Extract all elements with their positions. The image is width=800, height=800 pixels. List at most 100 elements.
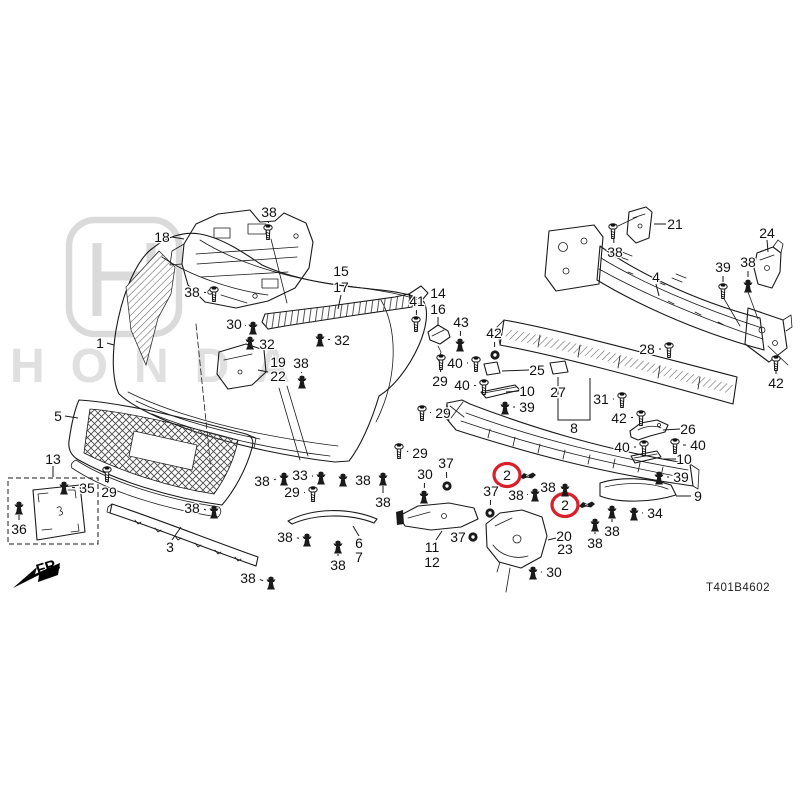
callout-number: 37	[483, 483, 499, 499]
callout-number: 38	[293, 355, 309, 371]
screw-fastener-icon	[617, 392, 627, 408]
callout-31: 31	[592, 390, 627, 408]
leader-line	[171, 526, 182, 541]
part-15-17-beam-stiffener	[261, 285, 429, 330]
part-3-molding-strip	[106, 503, 259, 567]
grommet-fastener-icon	[442, 481, 452, 491]
callout-number: 32	[259, 336, 275, 352]
callout-number: 38	[184, 500, 200, 516]
clip-fastener-icon	[528, 566, 538, 580]
screw-fastener-icon	[263, 224, 273, 240]
callout-number: 36	[11, 521, 27, 537]
clip-fastener-icon	[743, 279, 753, 293]
callout-number: 39	[715, 259, 731, 275]
callout-number: 38	[587, 535, 603, 551]
callout-number: 42	[486, 325, 502, 341]
callout-number: 38	[240, 570, 256, 586]
callout-29: 29	[431, 354, 449, 390]
callout-10: 10	[662, 450, 693, 468]
clip-fastener-icon	[338, 473, 348, 487]
callout-29: 29	[100, 466, 118, 501]
honda-logo-icon	[65, 216, 183, 338]
callout-15: 15	[332, 262, 350, 281]
callout-42: 42	[485, 324, 503, 360]
callout-number: 4	[652, 269, 660, 285]
hclip-fastener-icon	[519, 472, 537, 480]
clip-fastener-icon	[607, 505, 617, 519]
callout-number: 29	[101, 484, 117, 500]
callout-40: 40	[446, 354, 481, 372]
clip-fastener-icon	[302, 533, 312, 547]
callout-number: 27	[550, 384, 566, 400]
headlight-hatch-area	[125, 250, 176, 367]
callout-number: 38	[261, 204, 277, 220]
callout-number: 38	[375, 494, 391, 510]
callout-2-highlighted: 2	[550, 491, 596, 519]
screw-fastener-icon	[102, 466, 112, 482]
callout-number: 23	[557, 541, 573, 557]
clip-fastener-icon	[315, 333, 325, 347]
callout-38: 38	[603, 505, 621, 540]
callout-25: 25	[501, 361, 546, 379]
callout-number: 43	[453, 314, 469, 330]
fr-direction-indicator: FR.	[13, 556, 62, 588]
part-1-bumper-face	[112, 232, 428, 463]
callout-22: 22	[257, 367, 287, 385]
callout-14: 14	[429, 284, 447, 303]
callout-number: 34	[647, 505, 663, 521]
clip-fastener-icon	[629, 507, 639, 521]
clip-fastener-icon	[14, 501, 24, 515]
callout-21: 21	[654, 215, 684, 233]
callout-38: 38	[507, 486, 540, 504]
leader-line	[547, 537, 557, 541]
screw-fastener-icon	[411, 316, 421, 332]
leader-line	[203, 508, 207, 511]
callout-number: 29	[412, 445, 428, 461]
callout-number: 35	[79, 480, 95, 496]
callout-number: 39	[673, 469, 689, 485]
callout-34: 34	[629, 504, 664, 522]
callout-37: 37	[437, 454, 455, 491]
callout-number: 19	[270, 354, 286, 370]
callout-26: 26	[662, 420, 697, 438]
screw-fastener-icon	[436, 354, 446, 370]
grommet-fastener-icon	[485, 508, 495, 518]
callout-number: 37	[438, 455, 454, 471]
callout-13: 13	[44, 450, 62, 477]
callout-38: 38	[183, 283, 219, 302]
callout-number: 29	[432, 373, 448, 389]
callout-number: 6	[355, 535, 363, 551]
hclip-fastener-icon	[578, 501, 596, 509]
fr-label: FR.	[34, 556, 62, 579]
fr-arrow-icon	[13, 563, 60, 588]
callout-39: 39	[500, 398, 536, 416]
leader-line	[435, 530, 443, 541]
clip-fastener-icon	[316, 471, 326, 485]
part-6-7-spoiler-strip	[287, 510, 378, 525]
callout-38: 38	[292, 354, 310, 389]
part-10-strip-right	[630, 450, 662, 464]
callout-number: 38	[607, 244, 623, 260]
callout-42: 42	[610, 409, 646, 427]
callout-number: 25	[529, 362, 545, 378]
callout-number: 30	[417, 466, 433, 482]
callout-20: 20	[547, 527, 573, 545]
grille-plate-pocket	[128, 430, 198, 471]
leader-line	[64, 415, 79, 419]
callout-number: 10	[519, 383, 535, 399]
callout-number: 38	[254, 473, 270, 489]
part-20-23-fog-cover	[485, 509, 548, 593]
callout-number: 17	[333, 279, 349, 295]
callout-number: 38	[355, 472, 371, 488]
part-8-bracket-line	[557, 377, 591, 421]
clip-fastener-icon	[248, 321, 258, 335]
highlight-circle	[492, 461, 522, 489]
callout-number: 8	[570, 420, 578, 436]
screw-fastener-icon	[608, 223, 618, 239]
callout-number: 37	[450, 529, 466, 545]
callout-number: 15	[333, 263, 349, 279]
callout-40: 40	[453, 376, 489, 395]
callout-5: 5	[53, 407, 79, 425]
callout-27: 27	[549, 377, 567, 401]
